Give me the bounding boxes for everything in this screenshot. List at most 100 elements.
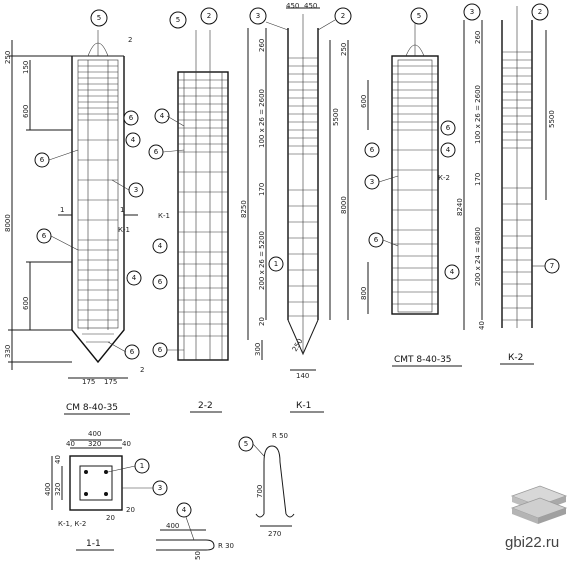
- layers-icon: [510, 485, 568, 524]
- mark-6-cmt-b: 6: [370, 146, 375, 154]
- mark-5-cm: 5: [97, 14, 101, 22]
- section-mark-2-bottom: 2: [140, 366, 144, 374]
- stirrups-k2: [502, 51, 532, 321]
- mark-6-cmt-c: 6: [374, 236, 379, 244]
- dim-8240-k2: 8240: [456, 198, 464, 216]
- dim-20-s11-b: 20: [126, 506, 135, 514]
- title-section-2-2: 2-2: [198, 401, 213, 411]
- mark-5-detail: 5: [244, 440, 248, 448]
- dim-260-k1: 260: [258, 39, 266, 52]
- mark-6-22-a: 6: [154, 148, 159, 156]
- stirrups-cm: [78, 65, 118, 343]
- mark-6-22-b: 6: [158, 278, 163, 286]
- dim-400-detail: 400: [166, 522, 179, 530]
- title-k2: К-2: [508, 353, 523, 363]
- stirrups-2-2: [178, 79, 228, 337]
- mark-3-s11: 3: [158, 484, 162, 492]
- dim-700-detail: 700: [256, 485, 264, 498]
- mark-6-22-c: 6: [158, 346, 163, 354]
- mark-6-cm-b: 6: [40, 156, 45, 164]
- mark-6-cm-c: 6: [42, 232, 47, 240]
- mark-5-cmt: 5: [417, 12, 421, 20]
- dim-400-s11-top: 400: [88, 430, 101, 438]
- dim-40-s11-left: 40: [66, 440, 75, 448]
- dim-170-k1: 170: [258, 183, 266, 196]
- mark-3-cmt: 3: [370, 178, 374, 186]
- stirrups-cmt: [392, 65, 438, 305]
- k1-label-22: К-1: [158, 212, 170, 220]
- mark-4-cmt-b: 4: [450, 268, 455, 276]
- dim-320-s11-top: 320: [88, 440, 101, 448]
- k2-label-cmt: К-2: [438, 174, 450, 182]
- dim-300-k1: 300: [254, 343, 262, 356]
- mark-6-cm-a: 6: [129, 114, 134, 122]
- mark-7-k2: 7: [550, 262, 554, 270]
- dim-150-cm: 150: [22, 61, 30, 74]
- dim-r30-detail: R 30: [218, 542, 234, 550]
- dim-20-s11-a: 20: [106, 514, 115, 522]
- bar-detail-4: 4 400 50 R 30: [156, 502, 234, 560]
- frame-k1: 450 450 260 100 x 26 = 2600 5500 8250 17…: [240, 2, 352, 413]
- mark-3-k1: 3: [256, 12, 260, 20]
- dim-260-k2: 260: [474, 31, 482, 44]
- dim-600-cmt-top: 600: [360, 95, 368, 108]
- dim-200x24-k2: 200 x 24 = 4800: [474, 227, 482, 286]
- dim-5500-k1: 5500: [332, 108, 340, 126]
- dim-100x26-k1: 100 x 26 = 2600: [258, 89, 266, 148]
- dim-200x26-k1: 200 x 26 = 5200: [258, 231, 266, 290]
- pile-cm-8-40-35: 250 150 600 8000 600 330 175 175 2 2 1 1…: [4, 9, 144, 415]
- mark-1-k1: 1: [274, 260, 278, 268]
- dim-170-k2: 170: [474, 173, 482, 186]
- dim-140-k1: 140: [296, 372, 309, 380]
- dim-800-cmt: 800: [360, 287, 368, 300]
- pile-cmt-8-40-35: 250 600 8000 800 5 6 6 4 3 6 4 К-2 СМТ 8…: [340, 7, 462, 367]
- mark-2-22: 2: [207, 12, 211, 20]
- dim-450-k1-b: 450: [304, 2, 317, 10]
- dim-5500-k2: 5500: [548, 110, 556, 128]
- dim-40-s11-v: 40: [54, 455, 62, 464]
- dim-50-detail: 50: [194, 551, 202, 560]
- mark-2-k1: 2: [341, 12, 345, 20]
- frame-k2: 260 100 x 26 = 2600 5500 8240 170 200 x …: [456, 3, 560, 365]
- mark-4-22-a: 4: [160, 112, 165, 120]
- bar-detail-5: 5 R 50 700 270: [238, 432, 295, 538]
- section-2-2: 5 2 4 6 4 6 6 К-1 2-2: [148, 7, 229, 413]
- mark-3-k2: 3: [470, 8, 474, 16]
- dim-40-s11-right: 40: [122, 440, 131, 448]
- dim-8000-cm: 8000: [4, 214, 12, 232]
- dim-250-cm: 250: [4, 51, 12, 64]
- dim-40-k2: 40: [478, 321, 486, 330]
- mark-4-cmt-a: 4: [446, 146, 451, 154]
- section-1-1: 400 40 320 40 400 320 40 20 20 1 3 К-1, …: [44, 430, 168, 551]
- dim-8250-k1: 8250: [240, 200, 248, 218]
- mark-6-cmt-a: 6: [446, 124, 451, 132]
- dim-330-cm: 330: [4, 345, 12, 358]
- mark-4-cm-b: 4: [132, 274, 137, 282]
- mark-5-22: 5: [176, 16, 180, 24]
- dim-r50-detail: R 50: [272, 432, 288, 440]
- title-cm-8-40-35: СМ 8-40-35: [66, 403, 118, 413]
- title-k1: К-1: [296, 401, 311, 411]
- mark-6-cm-d: 6: [130, 348, 135, 356]
- dim-175-left: 175: [82, 378, 95, 386]
- stirrups-k1: [288, 57, 318, 317]
- dim-600-cm-bottom: 600: [22, 297, 30, 310]
- dim-270-detail: 270: [268, 530, 281, 538]
- title-cmt-8-40-35: СМТ 8-40-35: [394, 355, 452, 365]
- callouts-cm: 5 6 4 6 3 6 4 6: [34, 9, 144, 360]
- dim-175-right: 175: [104, 378, 117, 386]
- dim-600-cm-top: 600: [22, 105, 30, 118]
- dim-400-s11-left: 400: [44, 483, 52, 496]
- dim-450-k1-a: 450: [286, 2, 299, 10]
- dim-20-k1: 20: [258, 317, 266, 326]
- section-mark-1-left: 1: [60, 206, 64, 214]
- dim-250-cmt: 250: [340, 43, 348, 56]
- logo-text: gbi22.ru: [505, 534, 560, 551]
- k1k2-label-s11: К-1, К-2: [58, 520, 86, 528]
- k1-label-cm: К-1: [118, 226, 130, 234]
- dim-100x26-k2: 100 x 26 = 2600: [474, 85, 482, 144]
- mark-3-cm: 3: [134, 186, 138, 194]
- dim-250-k1-tip: 250: [291, 337, 305, 353]
- mark-4-cm-a: 4: [131, 136, 136, 144]
- section-mark-1-right: 1: [120, 206, 124, 214]
